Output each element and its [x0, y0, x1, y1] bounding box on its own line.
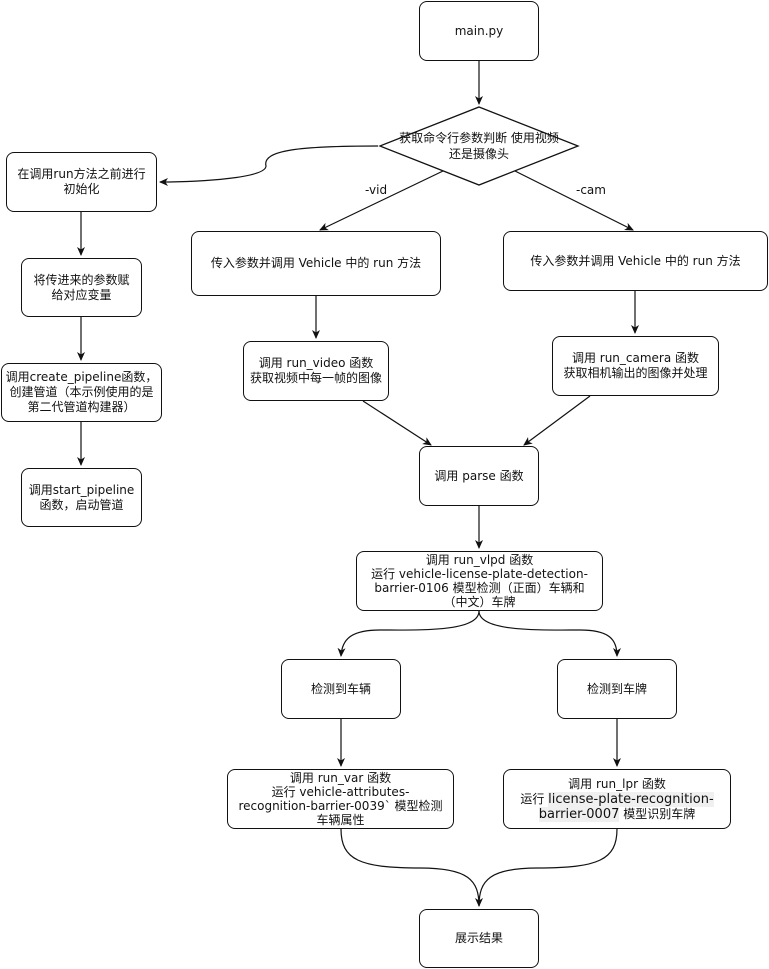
node-init[interactable]: 在调用run方法之前进行初始化 [6, 152, 157, 212]
node-detect-plate-label: 检测到车牌 [586, 681, 647, 696]
edge-vlpd-to-detect-vehicle [337, 610, 480, 657]
node-run-lpr-suffix: 模型识别车牌 [619, 806, 696, 821]
node-run-var-line1: 调用 run_var 函数 [289, 771, 392, 785]
node-run-lpr-line1: 调用 run_lpr 函数 [568, 776, 666, 791]
node-run-vlpd-line1: 调用 run_vlpd 函数 [425, 553, 534, 567]
node-run-video[interactable]: 调用 run_video 函数 获取视频中每一帧的图像 [243, 341, 389, 401]
node-run-vlpd[interactable]: 调用 run_vlpd 函数 运行 vehicle-license-plate-… [356, 551, 603, 611]
node-result-label: 展示结果 [454, 931, 503, 945]
node-start-pipeline-label: 调用start_pipeline函数，启动管道 [28, 482, 135, 512]
node-run-var-line2: 运行 vehicle-attributes-recognition-barrie… [238, 785, 443, 827]
edge-var-to-result [340, 828, 480, 907]
node-create-pipeline-label: 调用create_pipeline函数，创建管道（本示例使用的是第二代管道构建器… [5, 370, 158, 414]
edge-label-vid: -vid [365, 183, 388, 197]
edge-run-camera-to-parse [523, 395, 591, 446]
node-decision[interactable]: 获取命令行参数判断 使用视频还是摄像头 [395, 130, 563, 162]
node-run-lpr-prefix: 运行 [520, 791, 549, 806]
edge-decision-to-run-cam [514, 170, 634, 231]
node-run-camera-line1: 调用 run_camera 函数 [571, 351, 700, 365]
node-result[interactable]: 展示结果 [419, 909, 539, 968]
node-decision-line1: 获取命令行参数判断 [399, 131, 508, 145]
node-run-var[interactable]: 调用 run_var 函数 运行 vehicle-attributes-reco… [227, 769, 454, 829]
node-init-label: 在调用run方法之前进行初始化 [17, 167, 146, 196]
node-decision-line2: 使用视频还是摄像头 [448, 131, 559, 161]
node-assign[interactable]: 将传进来的参数赋给对应变量 [21, 258, 142, 317]
node-main-label: main.py [454, 23, 504, 38]
node-detect-vehicle-label: 检测到车辆 [310, 681, 371, 696]
node-assign-label: 将传进来的参数赋给对应变量 [33, 272, 130, 302]
node-run-vid[interactable]: 传入参数并调用 Vehicle 中的 run 方法 [191, 231, 441, 296]
decision-diamond [378, 106, 580, 186]
edge-lpr-to-result [475, 828, 618, 907]
node-run-camera[interactable]: 调用 run_camera 函数 获取相机输出的图像并处理 [552, 336, 719, 396]
node-run-video-line2: 获取视频中每一帧的图像 [249, 371, 382, 385]
node-parse-label: 调用 parse 函数 [434, 468, 524, 483]
node-start-pipeline[interactable]: 调用start_pipeline函数，启动管道 [21, 468, 142, 527]
node-run-lpr[interactable]: 调用 run_lpr 函数 运行 license-plate-recogniti… [503, 769, 731, 829]
node-run-vid-label: 传入参数并调用 Vehicle 中的 run 方法 [210, 256, 422, 270]
node-run-lpr-line2: 运行 license-plate-recognition-barrier-000… [512, 791, 722, 822]
node-run-vlpd-line2: 运行 vehicle-license-plate-detection-barri… [371, 567, 588, 609]
node-detect-plate[interactable]: 检测到车牌 [557, 659, 677, 719]
node-run-cam[interactable]: 传入参数并调用 Vehicle 中的 run 方法 [503, 231, 768, 291]
node-run-camera-line2: 获取相机输出的图像并处理 [563, 366, 708, 380]
node-main[interactable]: main.py [419, 1, 539, 61]
edge-decision-to-init [159, 145, 379, 186]
edge-decision-to-run-vid [319, 170, 444, 231]
node-create-pipeline[interactable]: 调用create_pipeline函数，创建管道（本示例使用的是第二代管道构建器… [1, 363, 162, 422]
edge-vlpd-to-detect-plate [478, 610, 621, 657]
node-run-video-line1: 调用 run_video 函数 [258, 356, 374, 370]
edge-label-cam: -cam [576, 183, 606, 197]
node-parse[interactable]: 调用 parse 函数 [419, 446, 539, 506]
node-detect-vehicle[interactable]: 检测到车辆 [281, 659, 401, 719]
edge-run-video-to-parse [362, 400, 432, 446]
node-run-cam-label: 传入参数并调用 Vehicle 中的 run 方法 [530, 253, 741, 268]
